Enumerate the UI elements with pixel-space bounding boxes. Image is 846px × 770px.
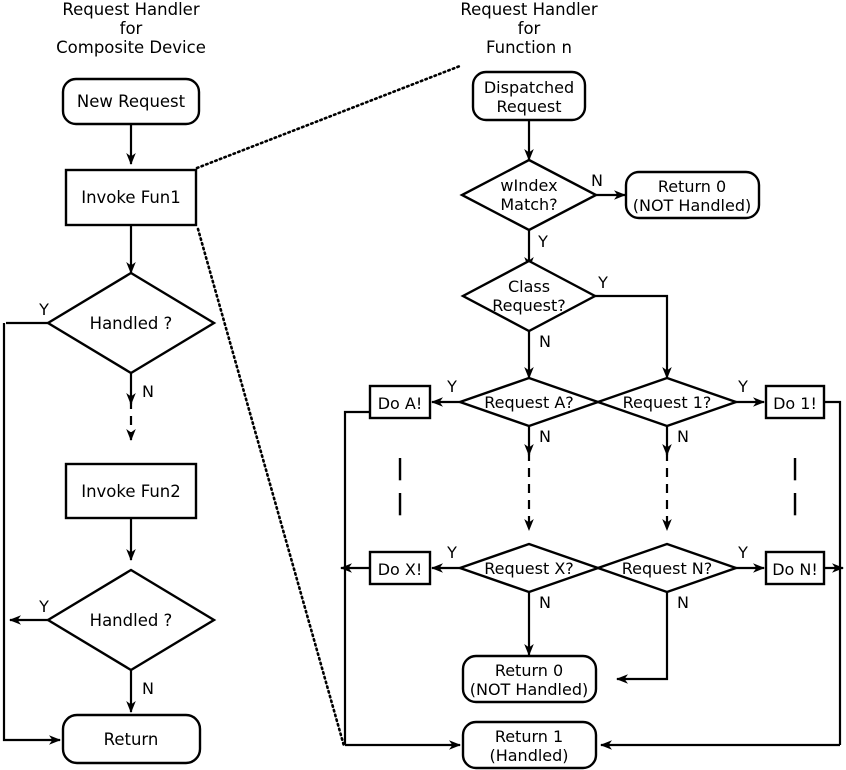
label-handled2-no: N — [142, 679, 154, 698]
ellipsis-right-1: | — [791, 456, 799, 481]
node-request-1-label: Request 1? — [623, 393, 712, 412]
node-return1[interactable] — [461, 720, 598, 770]
node-windex-match-line1: wIndex — [500, 176, 557, 195]
label-request1-no: N — [677, 427, 689, 446]
title-right-line1: Request Handler — [460, 0, 597, 19]
node-return1-line2: (Handled) — [489, 746, 568, 765]
node-handled-2[interactable] — [45, 568, 217, 672]
node-handled-2-label: Handled ? — [90, 611, 173, 630]
label-requestn-no: N — [677, 593, 689, 612]
node-return-left[interactable] — [61, 713, 202, 765]
title-left: Request Handler for Composite Device — [56, 0, 206, 57]
node-new-request[interactable] — [61, 77, 201, 126]
label-requestx-yes: Y — [446, 543, 457, 562]
node-return1-line1: Return 1 — [495, 727, 563, 746]
callout-line-lower — [196, 227, 346, 748]
node-do-n[interactable] — [764, 550, 826, 586]
label-class-yes: Y — [597, 273, 608, 292]
node-return0-top-line1: Return 0 — [658, 177, 726, 196]
edge-do1-to-right-bus — [824, 400, 842, 745]
ellipsis-left-1: | — [396, 456, 404, 481]
node-return0-top-line2: (NOT Handled) — [633, 196, 751, 215]
label-windex-yes: Y — [537, 232, 548, 251]
title-right-line2: for — [518, 19, 541, 38]
node-request-a[interactable] — [456, 376, 602, 428]
title-right: Request Handler for Function n — [460, 0, 597, 57]
node-request-a-label: Request A? — [484, 393, 574, 412]
node-windex-match[interactable] — [459, 158, 599, 232]
node-request-x-label: Request X? — [484, 559, 574, 578]
node-do-n-label: Do N! — [772, 560, 818, 579]
node-invoke-fun1-label: Invoke Fun1 — [81, 188, 181, 207]
node-request-1[interactable] — [594, 376, 740, 428]
node-return0-bottom[interactable] — [461, 654, 598, 704]
edge-class-yes-to-request1 — [595, 294, 672, 379]
node-handled-1[interactable] — [45, 271, 217, 375]
node-class-request-line1: Class — [508, 277, 550, 296]
edge-requestn-no-to-return0bottom — [616, 592, 669, 684]
label-handled2-yes: Y — [38, 597, 49, 616]
node-request-x[interactable] — [456, 542, 602, 594]
label-requesta-yes: Y — [446, 377, 457, 396]
node-do-x[interactable] — [368, 550, 432, 586]
node-dispatched-request-line2: Request — [497, 97, 562, 116]
edge-left-bus-to-return — [2, 323, 61, 745]
node-return0-bottom-line1: Return 0 — [495, 661, 563, 680]
ellipsis-right-2: | — [791, 491, 799, 516]
node-do-a[interactable] — [368, 384, 432, 420]
node-windex-match-line2: Match? — [500, 195, 557, 214]
label-handled1-no: N — [142, 382, 154, 401]
node-class-request[interactable] — [460, 259, 598, 333]
node-new-request-label: New Request — [77, 92, 186, 111]
title-left-line3: Composite Device — [56, 38, 206, 57]
node-do-a-label: Do A! — [378, 394, 423, 413]
node-do-1-label: Do 1! — [773, 394, 817, 413]
node-class-request-line2: Request? — [492, 296, 565, 315]
node-return0-bottom-line2: (NOT Handled) — [470, 680, 588, 699]
label-requestn-yes: Y — [737, 543, 748, 562]
title-left-line1: Request Handler — [62, 0, 199, 19]
callout-line-upper — [195, 64, 462, 170]
label-class-no: N — [539, 332, 551, 351]
label-windex-no: N — [591, 171, 603, 190]
node-request-n[interactable] — [594, 542, 740, 594]
label-requesta-no: N — [539, 427, 551, 446]
node-request-n-label: Request N? — [622, 559, 713, 578]
title-right-line3: Function n — [486, 38, 572, 57]
node-dispatched-request-line1: Dispatched — [484, 78, 574, 97]
node-return0-top[interactable] — [624, 170, 761, 220]
edge-doa-to-left-bus — [343, 410, 372, 745]
node-handled-1-label: Handled ? — [90, 314, 173, 333]
node-invoke-fun2[interactable] — [64, 462, 198, 520]
node-do-1[interactable] — [764, 384, 826, 420]
node-invoke-fun2-label: Invoke Fun2 — [81, 482, 181, 501]
node-invoke-fun1[interactable] — [64, 168, 198, 227]
title-left-line2: for — [120, 19, 143, 38]
node-return-left-label: Return — [104, 730, 159, 749]
label-request1-yes: Y — [737, 377, 748, 396]
label-handled1-yes: Y — [38, 300, 49, 319]
node-dispatched-request[interactable] — [471, 70, 587, 122]
ellipsis-left-2: | — [396, 491, 404, 516]
label-requestx-no: N — [539, 593, 551, 612]
node-do-x-label: Do X! — [378, 560, 423, 579]
